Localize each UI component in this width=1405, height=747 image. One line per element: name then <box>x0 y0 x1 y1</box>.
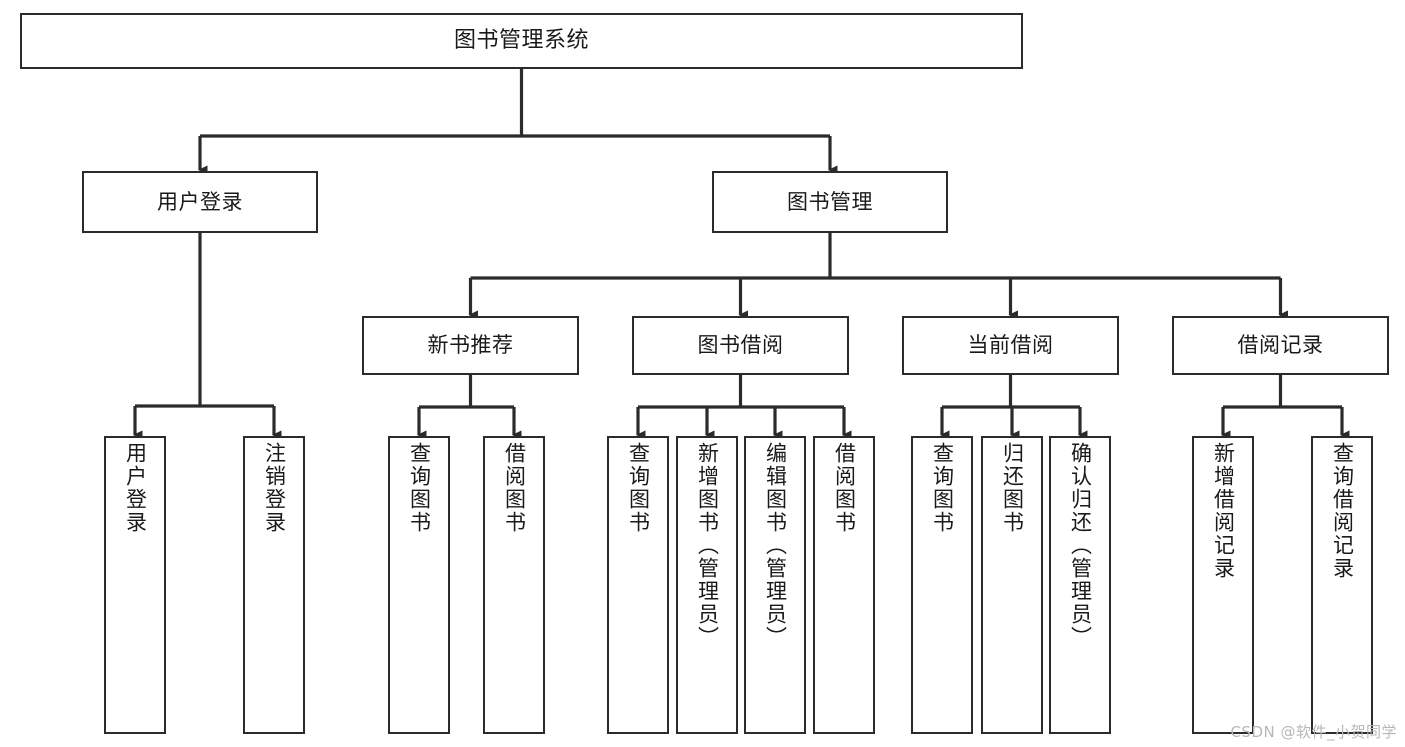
node-root[interactable]: 图书管理系统 <box>20 13 1023 69</box>
leaf-query-book-label: 查询图书 <box>626 442 651 534</box>
leaf-query-book-recommend-label: 查询图书 <box>407 442 432 534</box>
leaf-return-book-label: 归还图书 <box>1000 442 1025 534</box>
leaf-add-book-admin[interactable]: 新增图书（管理员） <box>676 436 738 734</box>
leaf-add-borrow-record-label: 新增借阅记录 <box>1211 442 1236 580</box>
csdn-watermark: CSDN @软件_小贺同学 <box>1230 723 1397 741</box>
node-book-borrow[interactable]: 图书借阅 <box>632 316 849 375</box>
leaf-query-book[interactable]: 查询图书 <box>607 436 669 734</box>
leaf-edit-book-admin-label: 编辑图书（管理员） <box>763 442 788 649</box>
node-new-book-recommend-label: 新书推荐 <box>427 333 514 358</box>
leaf-borrow-book-recommend-label: 借阅图书 <box>502 442 527 534</box>
node-current-borrow-label: 当前借阅 <box>967 333 1054 358</box>
leaf-confirm-return-admin-label: 确认归还（管理员） <box>1068 442 1093 649</box>
node-new-book-recommend[interactable]: 新书推荐 <box>362 316 579 375</box>
node-borrow-record-label: 借阅记录 <box>1237 333 1324 358</box>
node-book-management-label: 图书管理 <box>787 189 873 214</box>
leaf-edit-book-admin[interactable]: 编辑图书（管理员） <box>744 436 806 734</box>
leaf-return-book[interactable]: 归还图书 <box>981 436 1043 734</box>
leaf-logout[interactable]: 注销登录 <box>243 436 305 734</box>
node-book-management[interactable]: 图书管理 <box>712 171 948 233</box>
node-book-borrow-label: 图书借阅 <box>697 333 784 358</box>
node-root-label: 图书管理系统 <box>453 28 589 54</box>
leaf-borrow-book-label: 借阅图书 <box>832 442 857 534</box>
node-borrow-record[interactable]: 借阅记录 <box>1172 316 1389 375</box>
leaf-borrow-book-recommend[interactable]: 借阅图书 <box>483 436 545 734</box>
leaf-user-login-label: 用户登录 <box>123 442 148 534</box>
leaf-borrow-book[interactable]: 借阅图书 <box>813 436 875 734</box>
node-user-login-label: 用户登录 <box>157 189 243 214</box>
node-user-login[interactable]: 用户登录 <box>82 171 318 233</box>
leaf-user-login[interactable]: 用户登录 <box>104 436 166 734</box>
leaf-add-book-admin-label: 新增图书（管理员） <box>695 442 720 649</box>
node-current-borrow[interactable]: 当前借阅 <box>902 316 1119 375</box>
leaf-confirm-return-admin[interactable]: 确认归还（管理员） <box>1049 436 1111 734</box>
leaf-query-book-recommend[interactable]: 查询图书 <box>388 436 450 734</box>
leaf-query-book-current[interactable]: 查询图书 <box>911 436 973 734</box>
leaf-query-borrow-record-label: 查询借阅记录 <box>1330 442 1355 580</box>
leaf-query-borrow-record[interactable]: 查询借阅记录 <box>1311 436 1373 734</box>
leaf-logout-label: 注销登录 <box>262 442 287 534</box>
leaf-query-book-current-label: 查询图书 <box>930 442 955 534</box>
leaf-add-borrow-record[interactable]: 新增借阅记录 <box>1192 436 1254 734</box>
